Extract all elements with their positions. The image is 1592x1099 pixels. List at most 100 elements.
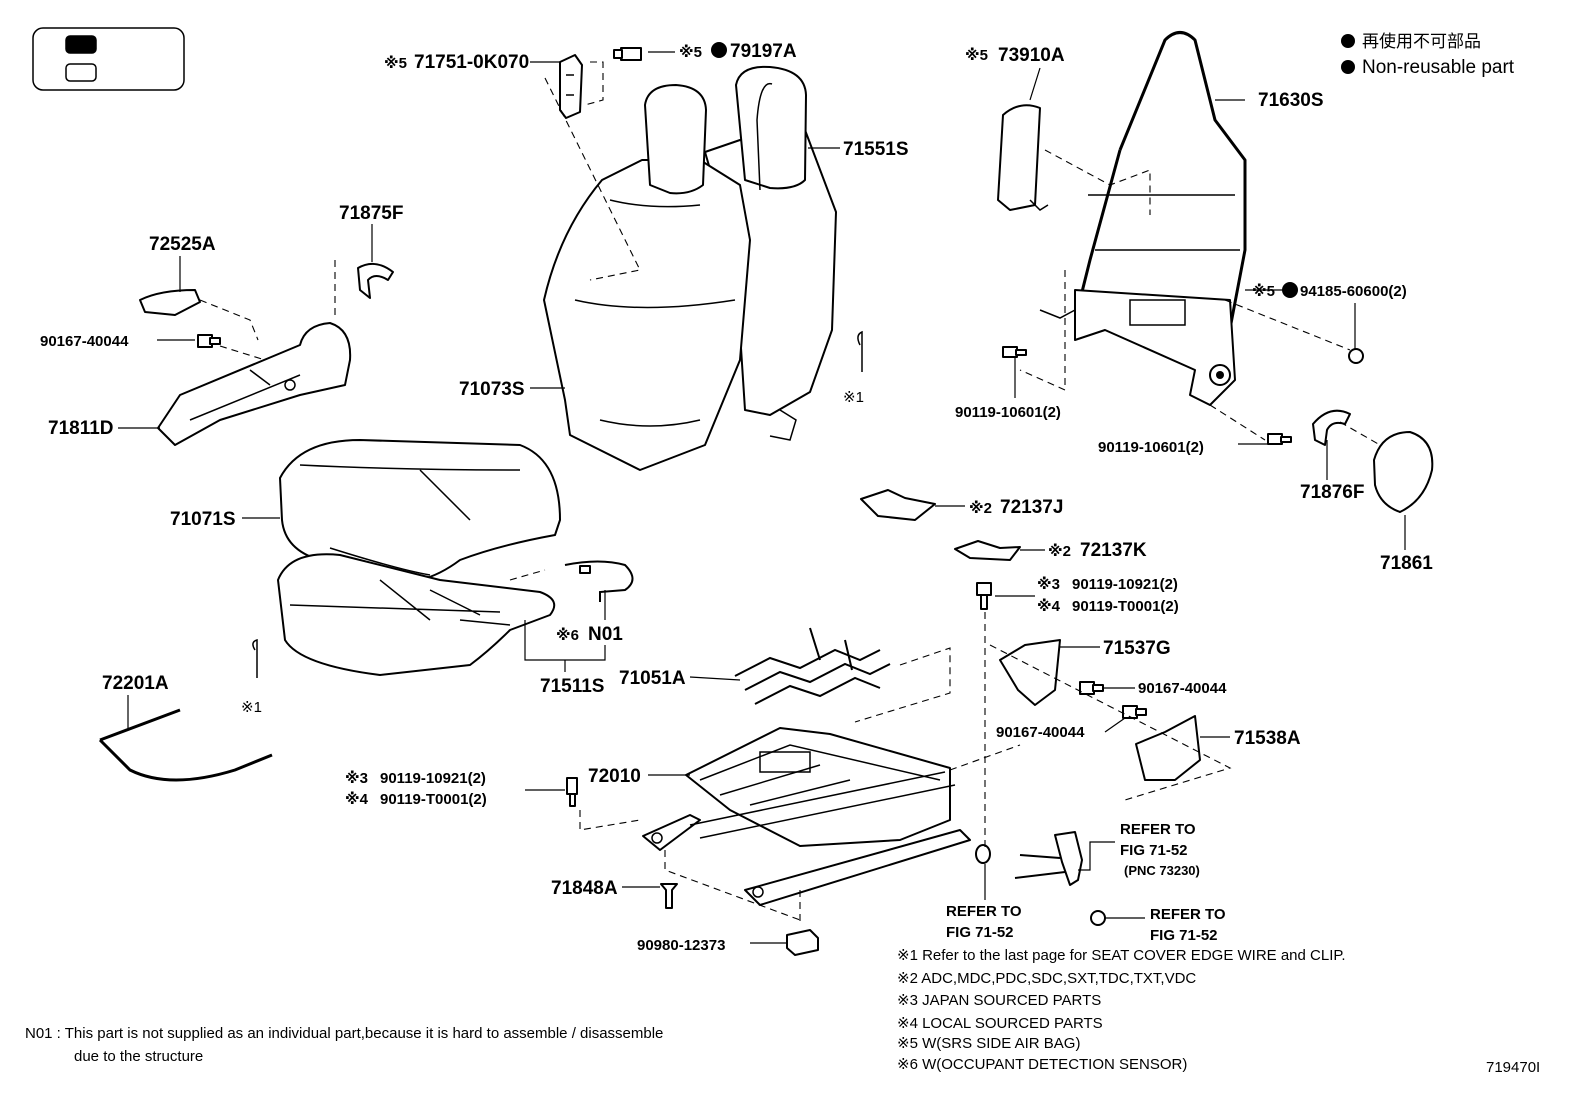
footnote-6: ※6 W(OCCUPANT DETECTION SENSOR)	[897, 1056, 1187, 1073]
refer-figure: FIG 71-52	[1150, 927, 1218, 944]
figure-id: 719470I	[1486, 1059, 1540, 1076]
n01-note-line1: N01 : This part is not supplied as an in…	[25, 1025, 663, 1042]
part-number-71861: 71861	[1380, 553, 1433, 574]
bolt-79197a-illustration	[613, 47, 642, 61]
bolt-90119-illustration	[1002, 346, 1027, 358]
part-number-71051a: 71051A	[619, 668, 686, 689]
refer-figure: FIG 71-52	[1120, 842, 1188, 859]
part-number-79197a: 79197A	[730, 41, 797, 62]
part-number-72010: 72010	[588, 766, 641, 787]
part-number-71538a: 71538A	[1234, 728, 1301, 749]
label-prefix: ※5	[384, 54, 407, 72]
footnote-1: ※1 Refer to the last page for SEAT COVER…	[897, 947, 1346, 964]
label-prefix: ※5	[679, 43, 702, 61]
non-reusable-dot-icon	[1282, 282, 1298, 298]
bracket-71751-illustration	[559, 54, 583, 119]
leader-lines	[118, 51, 1406, 944]
seat-back-pad-illustration	[543, 65, 837, 471]
shield-72137k-illustration	[954, 540, 1021, 561]
part-number-71811d: 71811D	[48, 418, 114, 439]
refer-to-label: REFER TO	[946, 903, 1022, 920]
refer-to-label: REFER TO	[1150, 906, 1226, 923]
label-prefix: ※6	[556, 626, 579, 644]
cap-90980-illustration	[786, 929, 819, 956]
footnote-marker-1: ※1	[843, 389, 864, 406]
part-number-72201a: 72201A	[102, 673, 169, 694]
bolt-90119-illustration	[1267, 433, 1292, 445]
clip-illustration	[252, 330, 863, 678]
non-reusable-dot-icon	[711, 42, 727, 58]
label-prefix: ※2	[969, 499, 992, 517]
footnote-3: ※3 JAPAN SOURCED PARTS	[897, 992, 1101, 1009]
occupant-sensor-illustration	[564, 560, 634, 602]
non-reusable-dot-icon	[1341, 60, 1355, 74]
shield-72137j-illustration	[860, 489, 936, 521]
cover-71875f-illustration	[357, 262, 394, 299]
label-prefix: ※4	[345, 790, 369, 808]
seat-back-frame-illustration	[1039, 31, 1247, 406]
part-number-90167-40044: 90167-40044	[1138, 680, 1227, 697]
seat-cushion-frame-illustration	[642, 727, 971, 906]
cover-71538a-illustration	[1135, 715, 1201, 781]
part-number-71537g: 71537G	[1103, 638, 1171, 659]
n01-note-line2: due to the structure	[74, 1048, 203, 1065]
label-prefix: ※3	[345, 769, 368, 787]
part-number-90119-10921: 90119-10921(2)	[1072, 576, 1178, 593]
part-number-90119-t0001: 90119-T0001(2)	[380, 791, 487, 808]
screw-90167-illustration	[1079, 681, 1104, 695]
bolt-90119-illustration	[566, 777, 578, 807]
seat-position-indicator	[32, 27, 185, 91]
clip-71848a-illustration	[660, 883, 678, 909]
legend: 再使用不可部品 Non-reusable part	[1341, 31, 1515, 78]
refer-figure: FIG 71-52	[946, 924, 1014, 941]
part-number-90119-t0001: 90119-T0001(2)	[1072, 598, 1179, 615]
footnote-marker-1: ※1	[241, 699, 262, 716]
part-number-71751-0k070: 71751-0K070	[414, 52, 529, 73]
part-number-90167-40044: 90167-40044	[40, 333, 129, 350]
seat-belt-buckle-illustration	[975, 831, 1106, 926]
part-number-90119-10921: 90119-10921(2)	[380, 770, 486, 787]
bolt-90119-illustration	[976, 582, 992, 610]
label-prefix: ※4	[1037, 597, 1061, 615]
screw-90167-illustration	[1122, 705, 1147, 719]
edge-wire-illustration	[98, 708, 273, 782]
part-number-71875f: 71875F	[339, 203, 403, 224]
side-airbag-illustration	[997, 104, 1049, 211]
screw-90167-illustration	[197, 334, 221, 348]
part-number-71876f: 71876F	[1300, 482, 1364, 503]
part-number-n01: N01	[588, 624, 623, 645]
legend-jp: 再使用不可部品	[1362, 31, 1481, 51]
part-number-71073s: 71073S	[459, 379, 525, 400]
label-prefix: ※5	[965, 46, 988, 64]
cover-72525a-illustration	[139, 289, 201, 316]
seat-cushion-pad-illustration	[277, 553, 556, 676]
part-number-71630s: 71630S	[1258, 90, 1324, 111]
refer-to-label: REFER TO	[1120, 821, 1196, 838]
part-number-71551s: 71551S	[843, 139, 909, 160]
knob-71861-illustration	[1373, 431, 1434, 513]
nut-94185-illustration	[1348, 348, 1364, 364]
part-number-90119-10601: 90119-10601(2)	[955, 404, 1061, 421]
part-number-71071s: 71071S	[170, 509, 236, 530]
part-number-72525a: 72525A	[149, 234, 216, 255]
seat-spring-illustration	[734, 627, 891, 705]
part-number-72137k: 72137K	[1080, 540, 1147, 561]
part-number-90167-40044: 90167-40044	[996, 724, 1085, 741]
label-prefix: ※3	[1037, 575, 1060, 593]
part-number-94185-60600: 94185-60600(2)	[1300, 283, 1407, 300]
label-prefix: ※5	[1252, 282, 1275, 300]
legend-en: Non-reusable part	[1362, 57, 1515, 78]
refer-pnc: (PNC 73230)	[1124, 863, 1200, 878]
part-labels: ※5 71751-0K070 ※5 79197A ※5 73910A 71630…	[40, 41, 1433, 954]
cover-71537g-illustration	[999, 639, 1061, 706]
footnote-5: ※5 W(SRS SIDE AIR BAG)	[897, 1035, 1080, 1052]
non-reusable-dot-icon	[1341, 34, 1355, 48]
part-number-90980-12373: 90980-12373	[637, 937, 725, 954]
part-number-72137j: 72137J	[1000, 497, 1063, 518]
footnotes: ※1 Refer to the last page for SEAT COVER…	[897, 947, 1346, 1073]
part-number-71511s: 71511S	[540, 676, 604, 697]
footnote-2: ※2 ADC,MDC,PDC,SDC,SXT,TDC,TXT,VDC	[897, 970, 1196, 987]
label-prefix: ※2	[1048, 542, 1071, 560]
